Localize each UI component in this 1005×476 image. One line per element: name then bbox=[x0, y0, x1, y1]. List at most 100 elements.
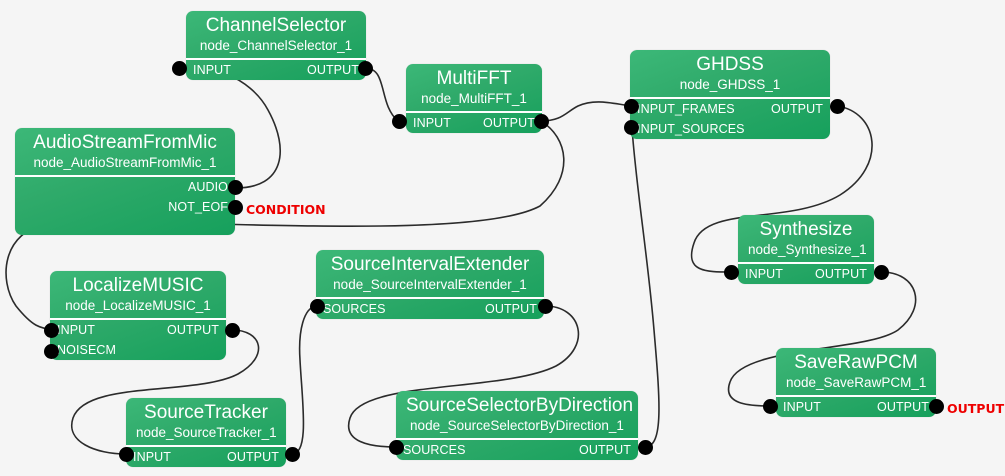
node-header: GHDSS node_GHDSS_1 bbox=[630, 50, 830, 99]
external-label-output: OUTPUT bbox=[947, 401, 1005, 416]
port-row: NOISECM bbox=[50, 340, 226, 360]
node-title: ChannelSelector bbox=[205, 15, 347, 36]
port-label-input-frames[interactable]: INPUT_FRAMES bbox=[637, 102, 735, 116]
port-label-output[interactable]: OUTPUT bbox=[307, 63, 359, 77]
node-title: AudioStreamFromMic bbox=[33, 132, 217, 153]
node-channel-selector[interactable]: ChannelSelector node_ChannelSelector_1 I… bbox=[186, 11, 366, 80]
port-dot-ghdss-input-frames[interactable] bbox=[624, 99, 639, 114]
node-header: AudioStreamFromMic node_AudioStreamFromM… bbox=[15, 128, 235, 177]
node-source-selector-by-direction[interactable]: SourceSelectorByDirection node_SourceSel… bbox=[396, 391, 638, 460]
node-subtitle: node_SourceIntervalExtender_1 bbox=[333, 277, 527, 292]
port-dot-localizemusic-input[interactable] bbox=[44, 323, 59, 338]
port-label-output[interactable]: OUTPUT bbox=[483, 116, 535, 130]
port-label-sources[interactable]: SOURCES bbox=[323, 302, 386, 316]
wire-channelselector-output-to-multifft-input bbox=[364, 67, 399, 122]
node-header: SaveRawPCM node_SaveRawPCM_1 bbox=[776, 348, 936, 397]
node-ghdss[interactable]: GHDSS node_GHDSS_1 INPUT_FRAMES OUTPUT I… bbox=[630, 50, 830, 139]
node-subtitle: node_SourceSelectorByDirection_1 bbox=[410, 418, 624, 433]
node-source-tracker[interactable]: SourceTracker node_SourceTracker_1 INPUT… bbox=[126, 398, 286, 467]
port-label-sources[interactable]: SOURCES bbox=[403, 443, 466, 457]
external-label-condition: CONDITION bbox=[246, 202, 326, 217]
port-label-input[interactable]: INPUT bbox=[745, 267, 783, 281]
port-label-audio[interactable]: AUDIO bbox=[187, 180, 228, 194]
node-header: SourceIntervalExtender node_SourceInterv… bbox=[316, 250, 544, 299]
port-dot-sourceselector-output[interactable] bbox=[638, 440, 653, 455]
node-subtitle: node_Synthesize_1 bbox=[748, 242, 867, 257]
port-dot-sourceselector-sources[interactable] bbox=[389, 440, 404, 455]
node-title: SaveRawPCM bbox=[794, 352, 918, 373]
port-row: INPUT_FRAMES OUTPUT bbox=[630, 99, 830, 119]
node-header: ChannelSelector node_ChannelSelector_1 bbox=[186, 11, 366, 60]
node-title: SourceSelectorByDirection bbox=[406, 395, 634, 416]
node-body-filler bbox=[15, 217, 235, 235]
port-dot-sourcetracker-output[interactable] bbox=[285, 447, 300, 462]
port-label-not-eof[interactable]: NOT_EOF bbox=[168, 200, 228, 214]
node-title: MultiFFT bbox=[436, 68, 512, 89]
port-dot-synthesize-output[interactable] bbox=[874, 265, 889, 280]
port-label-noisecm[interactable]: NOISECM bbox=[57, 343, 117, 357]
node-synthesize[interactable]: Synthesize node_Synthesize_1 INPUT OUTPU… bbox=[738, 215, 874, 284]
node-title: SourceTracker bbox=[144, 402, 268, 423]
node-title: LocalizeMUSIC bbox=[72, 275, 204, 296]
node-source-interval-extender[interactable]: SourceIntervalExtender node_SourceInterv… bbox=[316, 250, 544, 319]
port-dot-localizemusic-output[interactable] bbox=[225, 323, 240, 338]
port-row: INPUT OUTPUT bbox=[406, 113, 542, 133]
port-dot-sourcetracker-input[interactable] bbox=[119, 447, 134, 462]
node-title: SourceIntervalExtender bbox=[330, 254, 530, 275]
node-subtitle: node_SaveRawPCM_1 bbox=[786, 375, 927, 390]
port-dot-saverawpcm-output[interactable] bbox=[929, 399, 944, 414]
port-label-output[interactable]: OUTPUT bbox=[167, 323, 219, 337]
port-dot-audiostream-audio[interactable] bbox=[228, 180, 243, 195]
port-row: INPUT_SOURCES bbox=[630, 119, 830, 139]
node-audio-stream-from-mic[interactable]: AudioStreamFromMic node_AudioStreamFromM… bbox=[15, 128, 235, 235]
port-label-input-sources[interactable]: INPUT_SOURCES bbox=[637, 122, 745, 136]
node-header: MultiFFT node_MultiFFT_1 bbox=[406, 64, 542, 113]
port-label-input[interactable]: INPUT bbox=[783, 400, 821, 414]
port-dot-saverawpcm-input[interactable] bbox=[763, 399, 778, 414]
node-save-raw-pcm[interactable]: SaveRawPCM node_SaveRawPCM_1 INPUT OUTPU… bbox=[776, 348, 936, 417]
port-dot-channelselector-input[interactable] bbox=[172, 61, 187, 76]
port-label-input[interactable]: INPUT bbox=[57, 323, 95, 337]
port-label-output[interactable]: OUTPUT bbox=[579, 443, 631, 457]
wire-sourcetracker-output-to-sourceintervalextender-sources bbox=[291, 305, 317, 455]
port-dot-channelselector-output[interactable] bbox=[358, 61, 373, 76]
port-dot-multifft-output[interactable] bbox=[534, 114, 549, 129]
port-dot-ghdss-output[interactable] bbox=[830, 99, 845, 114]
port-dot-synthesize-input[interactable] bbox=[724, 265, 739, 280]
port-dot-sourceintervalextender-sources[interactable] bbox=[310, 299, 325, 314]
port-row: INPUT OUTPUT bbox=[50, 320, 226, 340]
node-subtitle: node_LocalizeMUSIC_1 bbox=[65, 298, 211, 313]
port-label-input[interactable]: INPUT bbox=[193, 63, 231, 77]
wire-multifft-output-to-ghdss-inputframes bbox=[540, 101, 633, 122]
port-label-input[interactable]: INPUT bbox=[413, 116, 451, 130]
node-header: SourceTracker node_SourceTracker_1 bbox=[126, 398, 286, 447]
node-localize-music[interactable]: LocalizeMUSIC node_LocalizeMUSIC_1 INPUT… bbox=[50, 271, 226, 360]
port-row: AUDIO bbox=[15, 177, 235, 197]
port-label-output[interactable]: OUTPUT bbox=[877, 400, 929, 414]
port-label-output[interactable]: OUTPUT bbox=[815, 267, 867, 281]
node-header: LocalizeMUSIC node_LocalizeMUSIC_1 bbox=[50, 271, 226, 320]
port-row: INPUT OUTPUT bbox=[126, 447, 286, 467]
port-dot-sourceintervalextender-output[interactable] bbox=[538, 299, 553, 314]
port-label-output[interactable]: OUTPUT bbox=[485, 302, 537, 316]
port-row: SOURCES OUTPUT bbox=[316, 299, 544, 319]
node-multifft[interactable]: MultiFFT node_MultiFFT_1 INPUT OUTPUT bbox=[406, 64, 542, 133]
port-row: INPUT OUTPUT bbox=[738, 264, 874, 284]
port-label-output[interactable]: OUTPUT bbox=[227, 450, 279, 464]
node-subtitle: node_SourceTracker_1 bbox=[136, 425, 277, 440]
port-row: SOURCES OUTPUT bbox=[396, 440, 638, 460]
node-header: SourceSelectorByDirection node_SourceSel… bbox=[396, 391, 638, 440]
node-subtitle: node_AudioStreamFromMic_1 bbox=[33, 155, 217, 170]
port-row: INPUT OUTPUT bbox=[186, 60, 366, 80]
port-row: INPUT OUTPUT bbox=[776, 397, 936, 417]
port-dot-multifft-input[interactable] bbox=[392, 114, 407, 129]
node-subtitle: node_MultiFFT_1 bbox=[421, 91, 527, 106]
port-label-output[interactable]: OUTPUT bbox=[771, 102, 823, 116]
node-title: Synthesize bbox=[759, 219, 853, 240]
port-label-input[interactable]: INPUT bbox=[133, 450, 171, 464]
port-dot-audiostream-not-eof[interactable] bbox=[228, 200, 243, 215]
node-header: Synthesize node_Synthesize_1 bbox=[738, 215, 874, 264]
port-dot-ghdss-input-sources[interactable] bbox=[624, 120, 639, 135]
port-dot-localizemusic-noisecm[interactable] bbox=[44, 344, 59, 359]
